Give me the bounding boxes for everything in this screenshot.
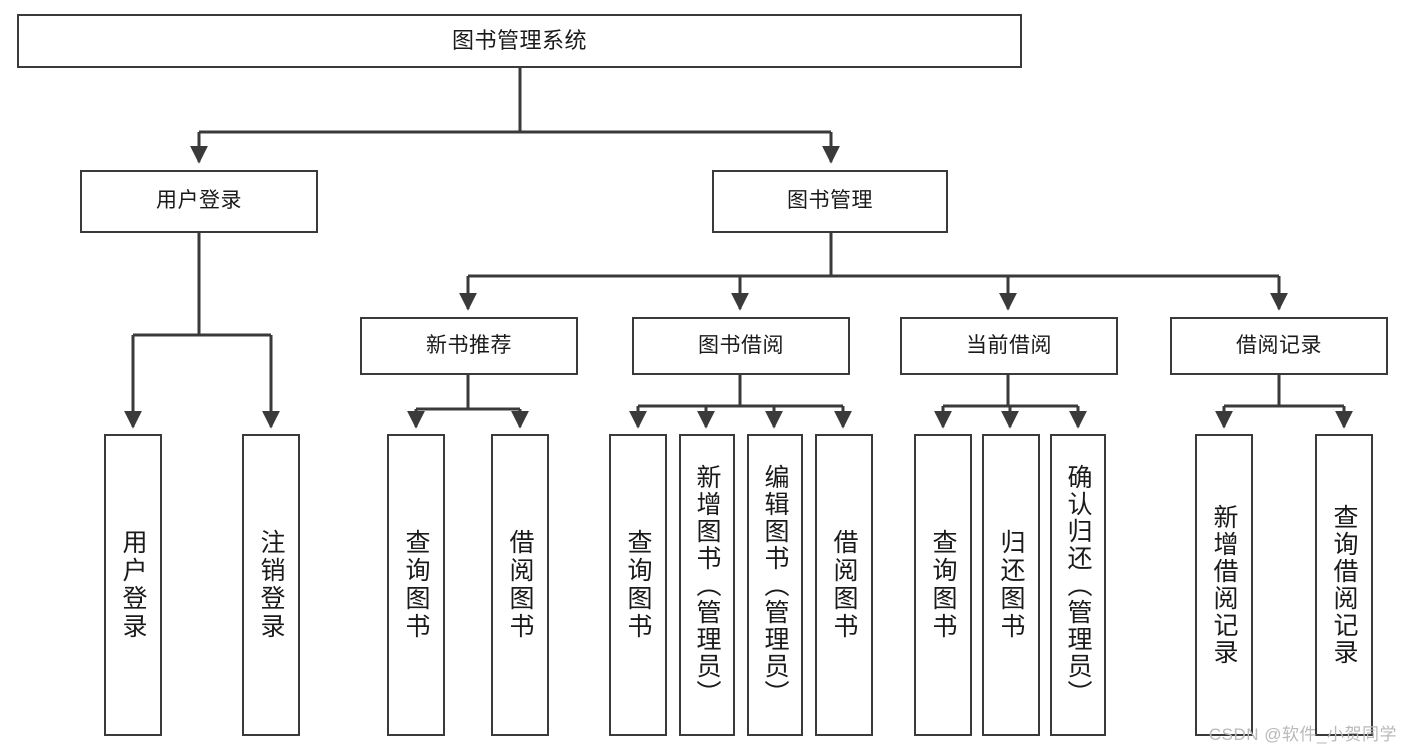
node-root-label: 图书管理系统 bbox=[451, 28, 587, 54]
leaf-label: 借阅图书 bbox=[830, 529, 858, 641]
leaf-user-login-1[interactable]: 注销登录 bbox=[242, 434, 300, 736]
leaf-label: 用户登录 bbox=[119, 529, 147, 641]
node-new-book-rec[interactable]: 新书推荐 bbox=[360, 317, 578, 375]
node-book-manage[interactable]: 图书管理 bbox=[712, 170, 948, 233]
leaf-label: 归还图书 bbox=[997, 529, 1025, 641]
node-user-login-label: 用户登录 bbox=[156, 189, 242, 213]
leaf-label: 新增图书（管理员） bbox=[693, 463, 721, 707]
leaf-label: 确认归还（管理员） bbox=[1064, 463, 1092, 707]
leaf-label: 新增借阅记录 bbox=[1210, 504, 1238, 666]
leaf-book-borrow-1[interactable]: 新增图书（管理员） bbox=[679, 434, 735, 736]
node-book-manage-label: 图书管理 bbox=[787, 189, 873, 213]
leaf-borrow-record-1[interactable]: 查询借阅记录 bbox=[1315, 434, 1373, 736]
csdn-watermark: CSDN @软件_小贺同学 bbox=[1208, 725, 1397, 744]
leaf-current-borrow-1[interactable]: 归还图书 bbox=[982, 434, 1040, 736]
leaf-current-borrow-2[interactable]: 确认归还（管理员） bbox=[1050, 434, 1106, 736]
leaf-book-borrow-0[interactable]: 查询图书 bbox=[609, 434, 667, 736]
node-borrow-record-label: 借阅记录 bbox=[1236, 333, 1322, 357]
leaf-borrow-record-0[interactable]: 新增借阅记录 bbox=[1195, 434, 1253, 736]
node-user-login[interactable]: 用户登录 bbox=[80, 170, 318, 233]
leaf-label: 查询图书 bbox=[929, 529, 957, 641]
node-root[interactable]: 图书管理系统 bbox=[17, 14, 1022, 68]
leaf-book-borrow-3[interactable]: 借阅图书 bbox=[815, 434, 873, 736]
leaf-label: 查询图书 bbox=[624, 529, 652, 641]
leaf-book-borrow-2[interactable]: 编辑图书（管理员） bbox=[747, 434, 803, 736]
leaf-label: 查询借阅记录 bbox=[1330, 504, 1358, 666]
leaf-user-login-0[interactable]: 用户登录 bbox=[104, 434, 162, 736]
node-new-book-rec-label: 新书推荐 bbox=[426, 333, 512, 357]
node-current-borrow-label: 当前借阅 bbox=[966, 333, 1052, 357]
node-book-borrow[interactable]: 图书借阅 bbox=[632, 317, 850, 375]
leaf-label: 借阅图书 bbox=[506, 529, 534, 641]
node-book-borrow-label: 图书借阅 bbox=[698, 333, 784, 357]
leaf-label: 查询图书 bbox=[402, 529, 430, 641]
leaf-new-book-rec-1[interactable]: 借阅图书 bbox=[491, 434, 549, 736]
leaf-current-borrow-0[interactable]: 查询图书 bbox=[914, 434, 972, 736]
node-borrow-record[interactable]: 借阅记录 bbox=[1170, 317, 1388, 375]
leaf-label: 注销登录 bbox=[257, 529, 285, 641]
leaf-new-book-rec-0[interactable]: 查询图书 bbox=[387, 434, 445, 736]
node-current-borrow[interactable]: 当前借阅 bbox=[900, 317, 1118, 375]
leaf-label: 编辑图书（管理员） bbox=[761, 463, 789, 707]
